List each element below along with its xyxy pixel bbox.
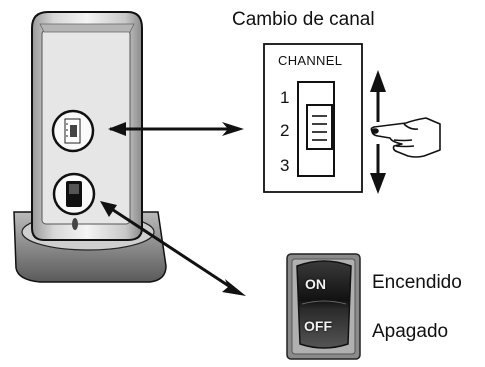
diagram-title: Cambio de canal [232, 9, 375, 30]
down-arrow-icon [370, 144, 386, 194]
channel-position-3: 3 [280, 156, 290, 175]
channel-label: CHANNEL [278, 53, 343, 68]
power-off-label: Apagado [372, 321, 449, 342]
power-on-label: Encendido [372, 272, 462, 293]
power-rocker-switch [286, 253, 361, 360]
up-arrow-icon [370, 70, 386, 122]
power-off-text: OFF [304, 318, 332, 334]
base-unit-icon [13, 11, 167, 283]
channel-position-1: 1 [280, 88, 290, 107]
power-on-text: ON [305, 276, 326, 292]
channel-position-2: 2 [280, 121, 290, 140]
callout-arrow-icon [100, 201, 246, 296]
hand-pointer-icon [370, 117, 441, 158]
callout-arrow-icon [108, 122, 244, 136]
channel-switch-diagram [263, 43, 363, 193]
